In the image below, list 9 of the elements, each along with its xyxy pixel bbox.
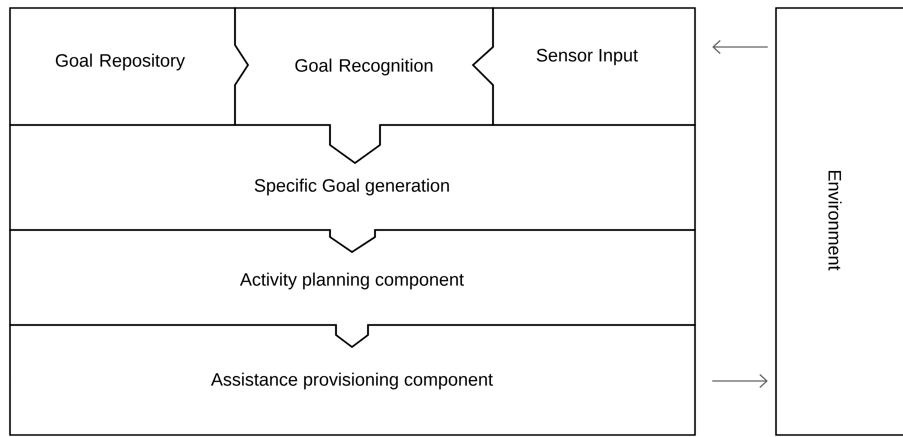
layer-band: Specific Goal generation [9, 124, 696, 253]
layer-band: Assistance provisioning component [9, 324, 696, 436]
component-box: Sensor Input [472, 7, 696, 126]
component-box: Goal Repository [9, 7, 249, 126]
layer-band: Activity planning component [9, 229, 696, 348]
arrow [712, 40, 768, 54]
component-box: Goal Recognition [234, 7, 494, 164]
arrow [712, 374, 768, 388]
environment-box: Environment [775, 7, 903, 436]
